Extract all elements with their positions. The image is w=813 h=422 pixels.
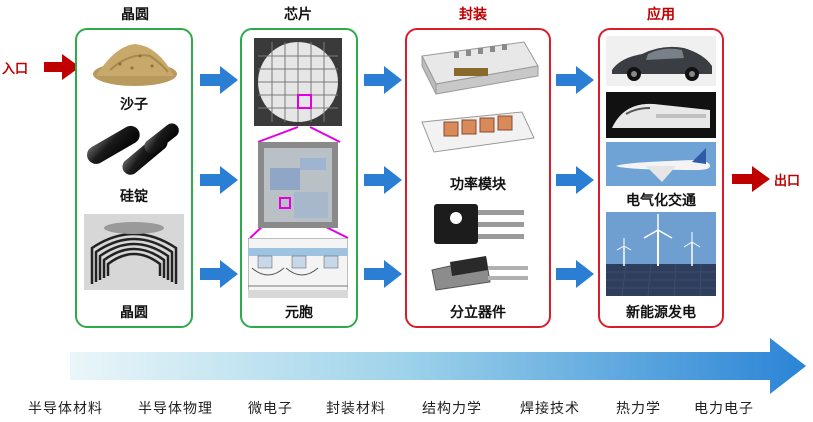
caption-wafer: 晶圆	[120, 305, 148, 321]
caption-power-module: 功率模块	[450, 177, 506, 193]
discipline-gradient-arrow	[70, 338, 806, 394]
power-module-inside-image	[421, 111, 535, 153]
electric-car-image	[606, 36, 716, 86]
flow-arrow-icon	[200, 66, 238, 94]
caption-discrete: 分立器件	[450, 305, 506, 321]
flow-arrow-icon	[364, 166, 402, 194]
discipline-label: 热力学	[616, 401, 661, 417]
wafer-stack-image	[84, 214, 184, 290]
renewable-energy-image	[606, 212, 716, 296]
column-title-application: 应用	[647, 7, 675, 23]
column-title-wafer: 晶圆	[121, 7, 149, 23]
flow-arrow-icon	[364, 260, 402, 288]
discrete-smd-image	[431, 256, 528, 291]
exit-label: 出口	[774, 174, 801, 189]
sand-image	[93, 44, 177, 86]
discipline-label: 焊接技术	[520, 401, 580, 417]
caption-renewable: 新能源发电	[626, 305, 696, 321]
entry-arrow-icon	[44, 54, 80, 80]
discrete-transistor-image	[434, 204, 524, 244]
flow-arrow-icon	[200, 166, 238, 194]
discipline-label: 封装材料	[326, 401, 386, 417]
discipline-label: 电力电子	[694, 401, 754, 417]
caption-ingot: 硅锭	[120, 189, 148, 205]
discipline-label: 半导体材料	[28, 401, 103, 417]
cell-structure-image	[248, 238, 348, 298]
train-image	[606, 92, 716, 138]
airplane-image	[606, 142, 716, 186]
discipline-label: 结构力学	[422, 401, 482, 417]
discipline-label: 半导体物理	[138, 401, 213, 417]
flow-arrow-icon	[556, 66, 594, 94]
exit-arrow-icon	[732, 166, 770, 192]
power-module-image	[421, 41, 539, 95]
flow-arrow-icon	[556, 166, 594, 194]
flow-arrow-icon	[200, 260, 238, 288]
flow-arrow-icon	[556, 260, 594, 288]
caption-transport: 电气化交通	[626, 193, 696, 209]
chip-die-image	[258, 142, 338, 228]
column-title-chip: 芯片	[284, 7, 312, 23]
entry-label: 入口	[2, 62, 29, 77]
silicon-ingot-image	[87, 123, 179, 175]
caption-cell: 元胞	[285, 305, 313, 321]
flow-arrow-icon	[364, 66, 402, 94]
caption-sand: 沙子	[120, 97, 148, 113]
discipline-label: 微电子	[248, 401, 293, 417]
chip-wafer-image	[254, 38, 342, 126]
column-title-package: 封装	[459, 7, 487, 23]
